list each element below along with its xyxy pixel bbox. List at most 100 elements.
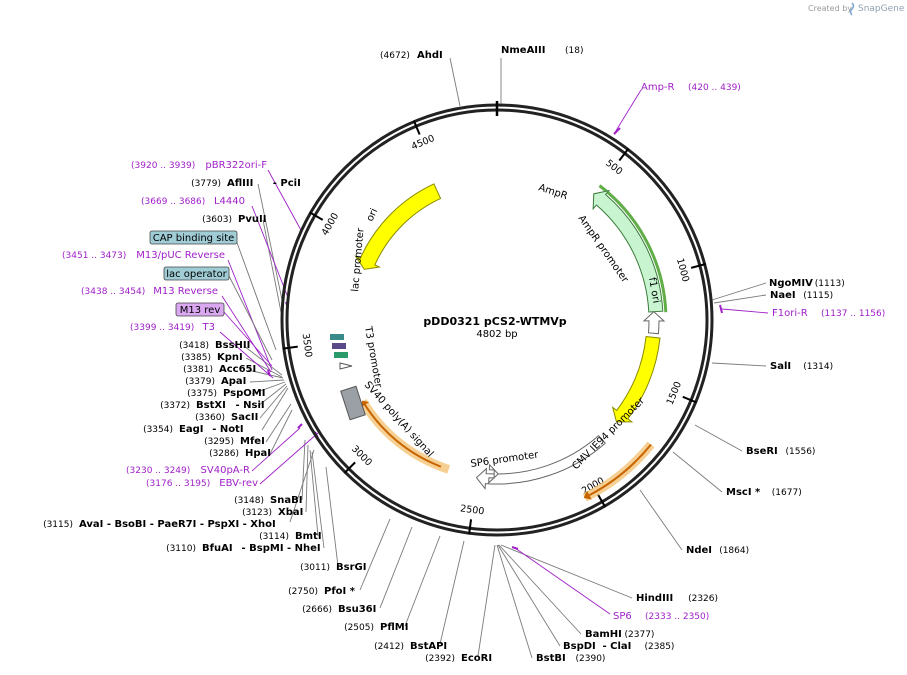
primer-name: Amp-R (641, 82, 675, 93)
enzyme-name: HpaI (245, 448, 271, 459)
enzyme-position: (3360) (195, 413, 225, 423)
primer-name: M13 Reverse (153, 286, 218, 297)
enzyme-position: - ClaI (603, 641, 632, 652)
enzyme-position: (3011) (300, 563, 330, 573)
enzyme-position: (3148) (234, 496, 264, 506)
orange-core-right (588, 443, 652, 497)
enzyme-name: BfuAI (202, 543, 233, 554)
scale-tick (343, 461, 356, 474)
enzyme-position: (2390) (576, 654, 606, 664)
primer-position: (3399 .. 3419) (130, 323, 194, 333)
enzyme-leader-line (500, 544, 633, 599)
primer-position: (420 .. 439) (688, 83, 741, 93)
enzyme-position: (1115) (803, 291, 833, 301)
cap-binding-site-label-box (149, 230, 238, 245)
enzyme-leader-line (245, 357, 283, 378)
primer-name: SP6 (613, 611, 632, 622)
primer-name: L4440 (214, 196, 245, 207)
primer-name: EBV-rev (219, 478, 258, 489)
enzyme-position: (2750) (288, 587, 318, 597)
primer-mark (267, 369, 271, 377)
enzyme-name: SalI (770, 361, 791, 372)
enzyme-leader-line (257, 383, 287, 407)
enzyme-position: (3110) (166, 544, 196, 554)
enzyme-name: BamHI (585, 629, 622, 640)
enzyme-position: (3123) (242, 508, 272, 518)
m13-box (334, 352, 348, 358)
scale-tick-label: 1000 (674, 257, 691, 283)
scale-tick (282, 345, 298, 350)
enzyme-position: (2385) (645, 642, 675, 652)
enzyme-leader-line (359, 518, 391, 591)
enzyme-position: (3115) (43, 520, 73, 530)
cmv-promoter-arrow (475, 434, 606, 490)
primer-leader-line (221, 295, 272, 373)
ori-arrow (354, 183, 442, 270)
enzyme-name: BseRI (746, 446, 778, 457)
enzyme-position: (3114) (259, 532, 289, 542)
enzyme-leader-line (309, 449, 319, 537)
enzyme-leader-line (496, 544, 533, 659)
enzyme-position: (2377) (625, 630, 655, 640)
scale-tick (309, 211, 324, 221)
enzyme-name: NdeI (686, 545, 712, 556)
enzyme-name: AhdI (417, 50, 443, 61)
primer-leader-line (227, 259, 273, 371)
m13-rev-label-box (175, 302, 225, 317)
sp6-promoter-label: SP6 promoter (470, 449, 540, 470)
enzyme-name: PvuII (238, 214, 266, 225)
enzyme-leader-line (639, 489, 683, 551)
scale-tick (468, 519, 473, 535)
cap-site-box (332, 343, 346, 349)
enzyme-position: (3603) (202, 215, 232, 225)
orange-arrowhead-right (583, 490, 592, 500)
ampr-arrow (592, 189, 664, 313)
scale-tick-label: 3500 (300, 333, 314, 358)
enzyme-position: (3779) (191, 179, 221, 189)
enzyme-name: Bsu36I (338, 604, 376, 615)
enzyme-name: XbaI (278, 507, 303, 518)
enzyme-position: (2666) (302, 605, 332, 615)
scale-tick (596, 493, 607, 508)
enzyme-leader-line (497, 544, 561, 647)
enzyme-leader-line (251, 381, 286, 395)
primer-leader-line (514, 547, 611, 615)
enzyme-position: (3418) (179, 341, 209, 351)
enzyme-position: (3375) (187, 389, 217, 399)
scale-tick (682, 395, 698, 404)
primer-mark (613, 127, 621, 135)
lac-operator-box (330, 334, 344, 340)
enzyme-leader-line (311, 451, 325, 549)
primer-leader-line (251, 205, 290, 301)
primer-position: (1137 .. 1156) (821, 309, 885, 319)
enzyme-name: EagI (179, 424, 203, 435)
snapgene-brand: SnapGene (858, 4, 905, 14)
created-by-text: Created by (808, 4, 852, 13)
enzyme-name: BspDI (563, 641, 596, 652)
enzyme-name: AflIII (227, 178, 253, 189)
leader-lines (219, 57, 769, 659)
enzyme-name: AvaI - BsoBI - PaeR7I - PspXI - XhoI (79, 519, 276, 530)
enzyme-leader-line (247, 369, 284, 379)
enzyme-name: PfoI * (324, 586, 356, 597)
primer-name: SV40pA-R (201, 465, 250, 476)
enzyme-leader-line (713, 294, 767, 304)
enzyme-name: PflMI (380, 622, 408, 633)
plasmid-name: pDD0321 pCS2-WTMVp (423, 315, 566, 328)
t3-promoter-label: T3 promoter (362, 325, 384, 390)
ampr-label: AmpR (537, 182, 569, 202)
scale-tick-label: 4500 (410, 133, 437, 152)
enzyme-position: (3379) (185, 377, 215, 387)
scale-tick-label: 1500 (665, 380, 684, 407)
enzyme-position: (3354) (143, 425, 173, 435)
enzyme-leader-line (711, 282, 767, 301)
primer-mark (719, 304, 723, 314)
primer-position: (3920 .. 3939) (131, 161, 195, 171)
enzyme-name: NgoMIV (769, 278, 813, 289)
enzyme-leader-line (711, 362, 767, 367)
ampr-glow (598, 184, 668, 313)
m13-rev-label: M13 rev (180, 305, 221, 316)
enzyme-leader-line (379, 526, 413, 609)
